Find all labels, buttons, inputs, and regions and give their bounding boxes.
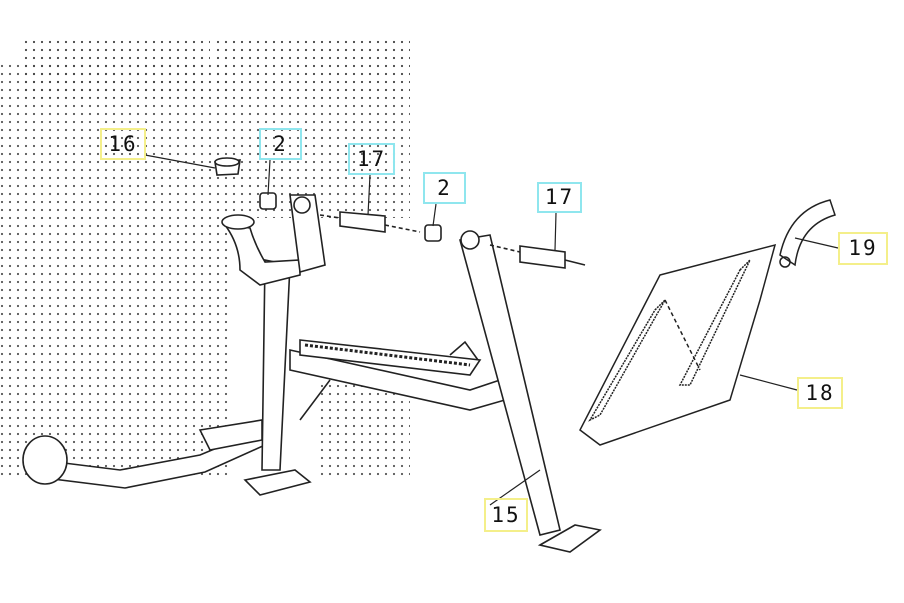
callout-2-second: 2 <box>423 172 466 204</box>
small-parts <box>214 157 586 269</box>
center-stand <box>22 194 602 553</box>
callout-18: 18 <box>797 377 843 409</box>
callout-19: 19 <box>838 232 888 265</box>
dotted-background <box>0 38 410 480</box>
callout-15: 15 <box>484 498 528 532</box>
callout-2: 2 <box>259 128 302 160</box>
spring-assembly <box>579 199 836 446</box>
callout-16: 16 <box>100 128 146 160</box>
callout-17: 17 <box>348 143 395 175</box>
callout-17-second: 17 <box>537 182 582 213</box>
